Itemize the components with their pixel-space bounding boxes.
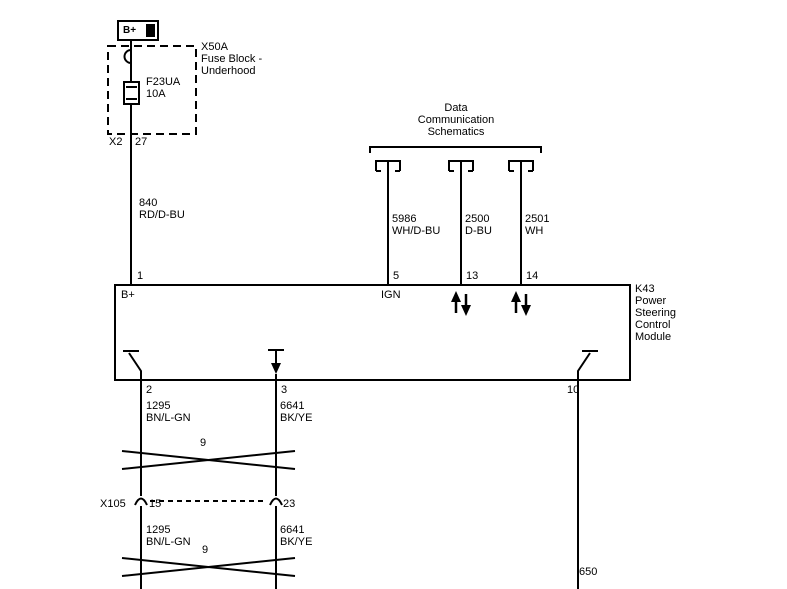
wire-5986-color: WH/D-BU (392, 225, 441, 237)
wire-2501-label: 2501 WH (525, 213, 549, 237)
module-pin1-label: 1 (137, 270, 144, 282)
wire-6641-upper-circuit: 6641 (280, 400, 305, 412)
data-comm-line2: Communication (417, 114, 495, 126)
wire-2500-circuit: 2500 (465, 213, 490, 225)
wire-2501-circuit: 2501 (525, 213, 550, 225)
module-name-line2: Steering (635, 307, 676, 319)
wire-840-label: 840 RD/D-BU (139, 197, 185, 221)
wire-5986-line (375, 160, 401, 285)
twisted-pair-upper-symbol (121, 450, 296, 470)
module-bplus-label: B+ (121, 289, 135, 301)
fuse-block-callout: X50A Fuse Block - Underhood (201, 41, 262, 77)
wire-6641-lower-color: BK/YE (280, 536, 313, 548)
wire-2500-color: D-BU (465, 225, 492, 237)
serial-data-arrows-pin14 (511, 291, 531, 316)
fuse-block-name-line1: Fuse Block - (201, 53, 263, 65)
wire-6641-lower-label: 6641 BK/YE (280, 524, 312, 548)
battery-feed-box: B+ (117, 20, 159, 41)
wire-1295-lower-label: 1295 BN/L-GN (146, 524, 191, 548)
module-internal-switch-pin2 (123, 350, 142, 380)
wire-650-label: 650 (579, 566, 598, 578)
fuse-block-name-line2: Underhood (201, 65, 256, 77)
module-name-line1: Power (635, 295, 667, 307)
wire-840-circuit: 840 (139, 197, 158, 209)
fuse-block-boundary (107, 45, 197, 135)
connector-x105-label: X105 (100, 498, 126, 510)
data-comm-line3: Schematics (427, 126, 485, 138)
wire-1295-upper-circuit: 1295 (146, 400, 171, 412)
module-pin3-label: 3 (281, 384, 288, 396)
fuse-callout: F23UA 10A (146, 76, 180, 100)
fuse-rating: 10A (146, 88, 166, 100)
module-callout: K43 Power Steering Control Module (635, 283, 676, 343)
wire-1295-lower-color: BN/L-GN (146, 536, 191, 548)
wire-5986-circuit: 5986 (392, 213, 417, 225)
data-comm-line1: Data (444, 102, 468, 114)
twisted-pair-lower-symbol (121, 557, 296, 577)
fuse-block-id: X50A (201, 41, 228, 53)
data-comm-bracket (369, 146, 542, 153)
connector-x105-pin15-label: 15 (149, 498, 162, 510)
wire-5986-label: 5986 WH/D-BU (392, 213, 440, 237)
wire-1295-upper-color: BN/L-GN (146, 412, 191, 424)
inline-connector-x105 (134, 497, 283, 506)
wire-2500-label: 2500 D-BU (465, 213, 492, 237)
wire-840-color: RD/D-BU (139, 209, 185, 221)
fuse-symbol (123, 81, 140, 105)
module-id: K43 (635, 283, 655, 295)
connector-x105-pin23-label: 23 (283, 498, 296, 510)
module-internal-driver-pin3 (268, 349, 284, 380)
serial-data-arrows-pin13 (451, 291, 471, 316)
data-comm-callout: Data Communication Schematics (391, 102, 521, 138)
module-pin2-label: 2 (146, 384, 153, 396)
module-pin10-label: 10 (567, 384, 580, 396)
connector-x2-label: X2 (109, 136, 123, 148)
module-name-line3: Control (635, 319, 671, 331)
wire-6641-upper-color: BK/YE (280, 412, 313, 424)
wire-1295-upper-label: 1295 BN/L-GN (146, 400, 191, 424)
wire-2501-color: WH (525, 225, 544, 237)
battery-feed-tab-icon (146, 24, 155, 37)
twisted-pair-upper-label: 9 (200, 437, 207, 449)
module-pin13-label: 13 (466, 270, 479, 282)
connector-x2-pin-label: 27 (135, 136, 148, 148)
module-pin5-label: 5 (393, 270, 400, 282)
module-internal-switch-pin10 (577, 350, 598, 380)
fuse-cavity-hook (123, 49, 132, 64)
twisted-pair-lower-label: 9 (202, 544, 209, 556)
wire-6641-upper-label: 6641 BK/YE (280, 400, 312, 424)
wire-2501-line (508, 160, 534, 285)
wire-1295-lower-circuit: 1295 (146, 524, 171, 536)
wire-2500-line (448, 160, 474, 285)
battery-feed-label: B+ (123, 25, 137, 36)
wire-6641-lower-circuit: 6641 (280, 524, 305, 536)
module-pin14-label: 14 (526, 270, 539, 282)
module-ign-label: IGN (381, 289, 401, 301)
module-name-line4: Module (635, 331, 672, 343)
fuse-id: F23UA (146, 76, 181, 88)
module-box (114, 284, 631, 381)
